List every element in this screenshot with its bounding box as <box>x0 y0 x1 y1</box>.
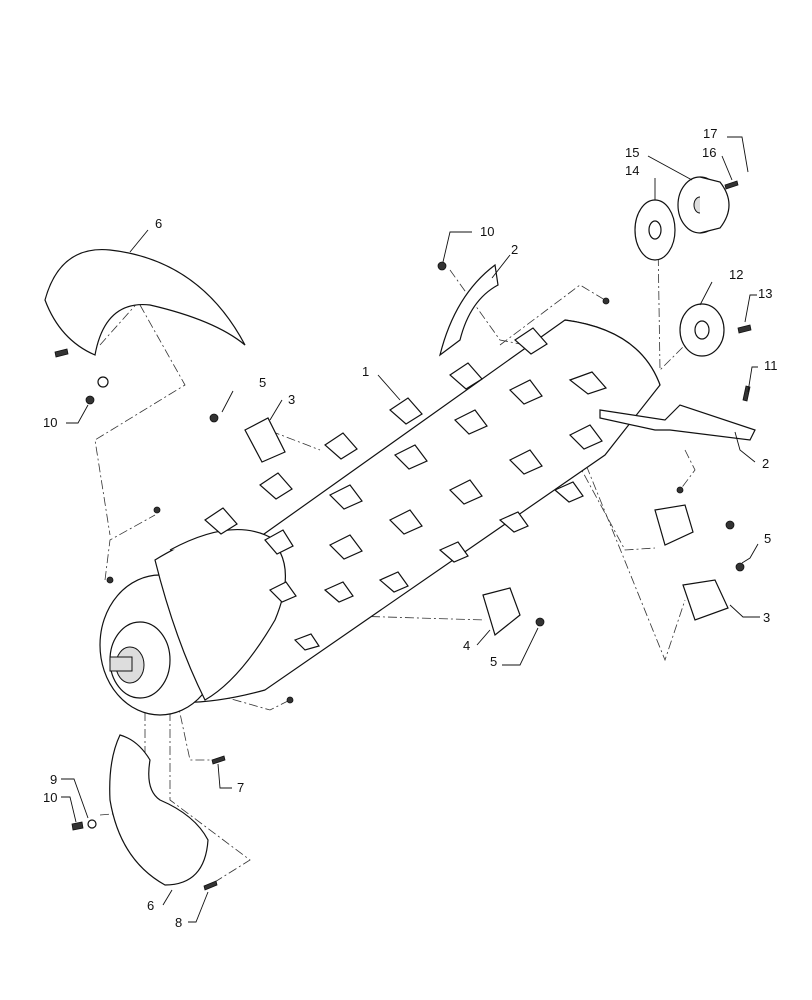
callout-labels: 1 2 2 3 3 4 5 5 5 6 6 7 8 9 10 10 10 11 … <box>43 126 778 930</box>
callout-14: 14 <box>625 163 639 178</box>
callout-5-center: 5 <box>490 654 497 669</box>
callout-1: 1 <box>362 364 369 379</box>
callout-10-upper: 10 <box>480 224 494 239</box>
callout-2-right: 2 <box>762 456 769 471</box>
callout-16: 16 <box>702 145 716 160</box>
deflector-lower <box>71 734 218 891</box>
bearing-assembly <box>634 176 752 402</box>
callout-17: 17 <box>703 126 717 141</box>
callout-3-right: 3 <box>763 610 770 625</box>
wear-caps <box>106 297 745 765</box>
callout-9: 9 <box>50 772 57 787</box>
blade-right <box>599 404 756 441</box>
callout-7: 7 <box>237 780 244 795</box>
rotor-drum <box>99 319 661 716</box>
callout-12: 12 <box>729 267 743 282</box>
blade-upper <box>437 261 499 357</box>
callout-8: 8 <box>175 915 182 930</box>
callout-4: 4 <box>463 638 470 653</box>
callout-10-lower: 10 <box>43 790 57 805</box>
callout-13: 13 <box>758 286 772 301</box>
callout-leaders <box>61 136 760 923</box>
deflector-upper <box>44 249 246 405</box>
callout-11: 11 <box>764 358 778 373</box>
callout-5-left: 5 <box>259 375 266 390</box>
callout-6-lower: 6 <box>147 898 154 913</box>
callout-6-upper: 6 <box>155 216 162 231</box>
callout-15: 15 <box>625 145 639 160</box>
callout-5-right: 5 <box>764 531 771 546</box>
callout-3-left: 3 <box>288 392 295 407</box>
callout-2-upper: 2 <box>511 242 518 257</box>
callout-10-left: 10 <box>43 415 57 430</box>
rotor-knives <box>204 327 608 651</box>
